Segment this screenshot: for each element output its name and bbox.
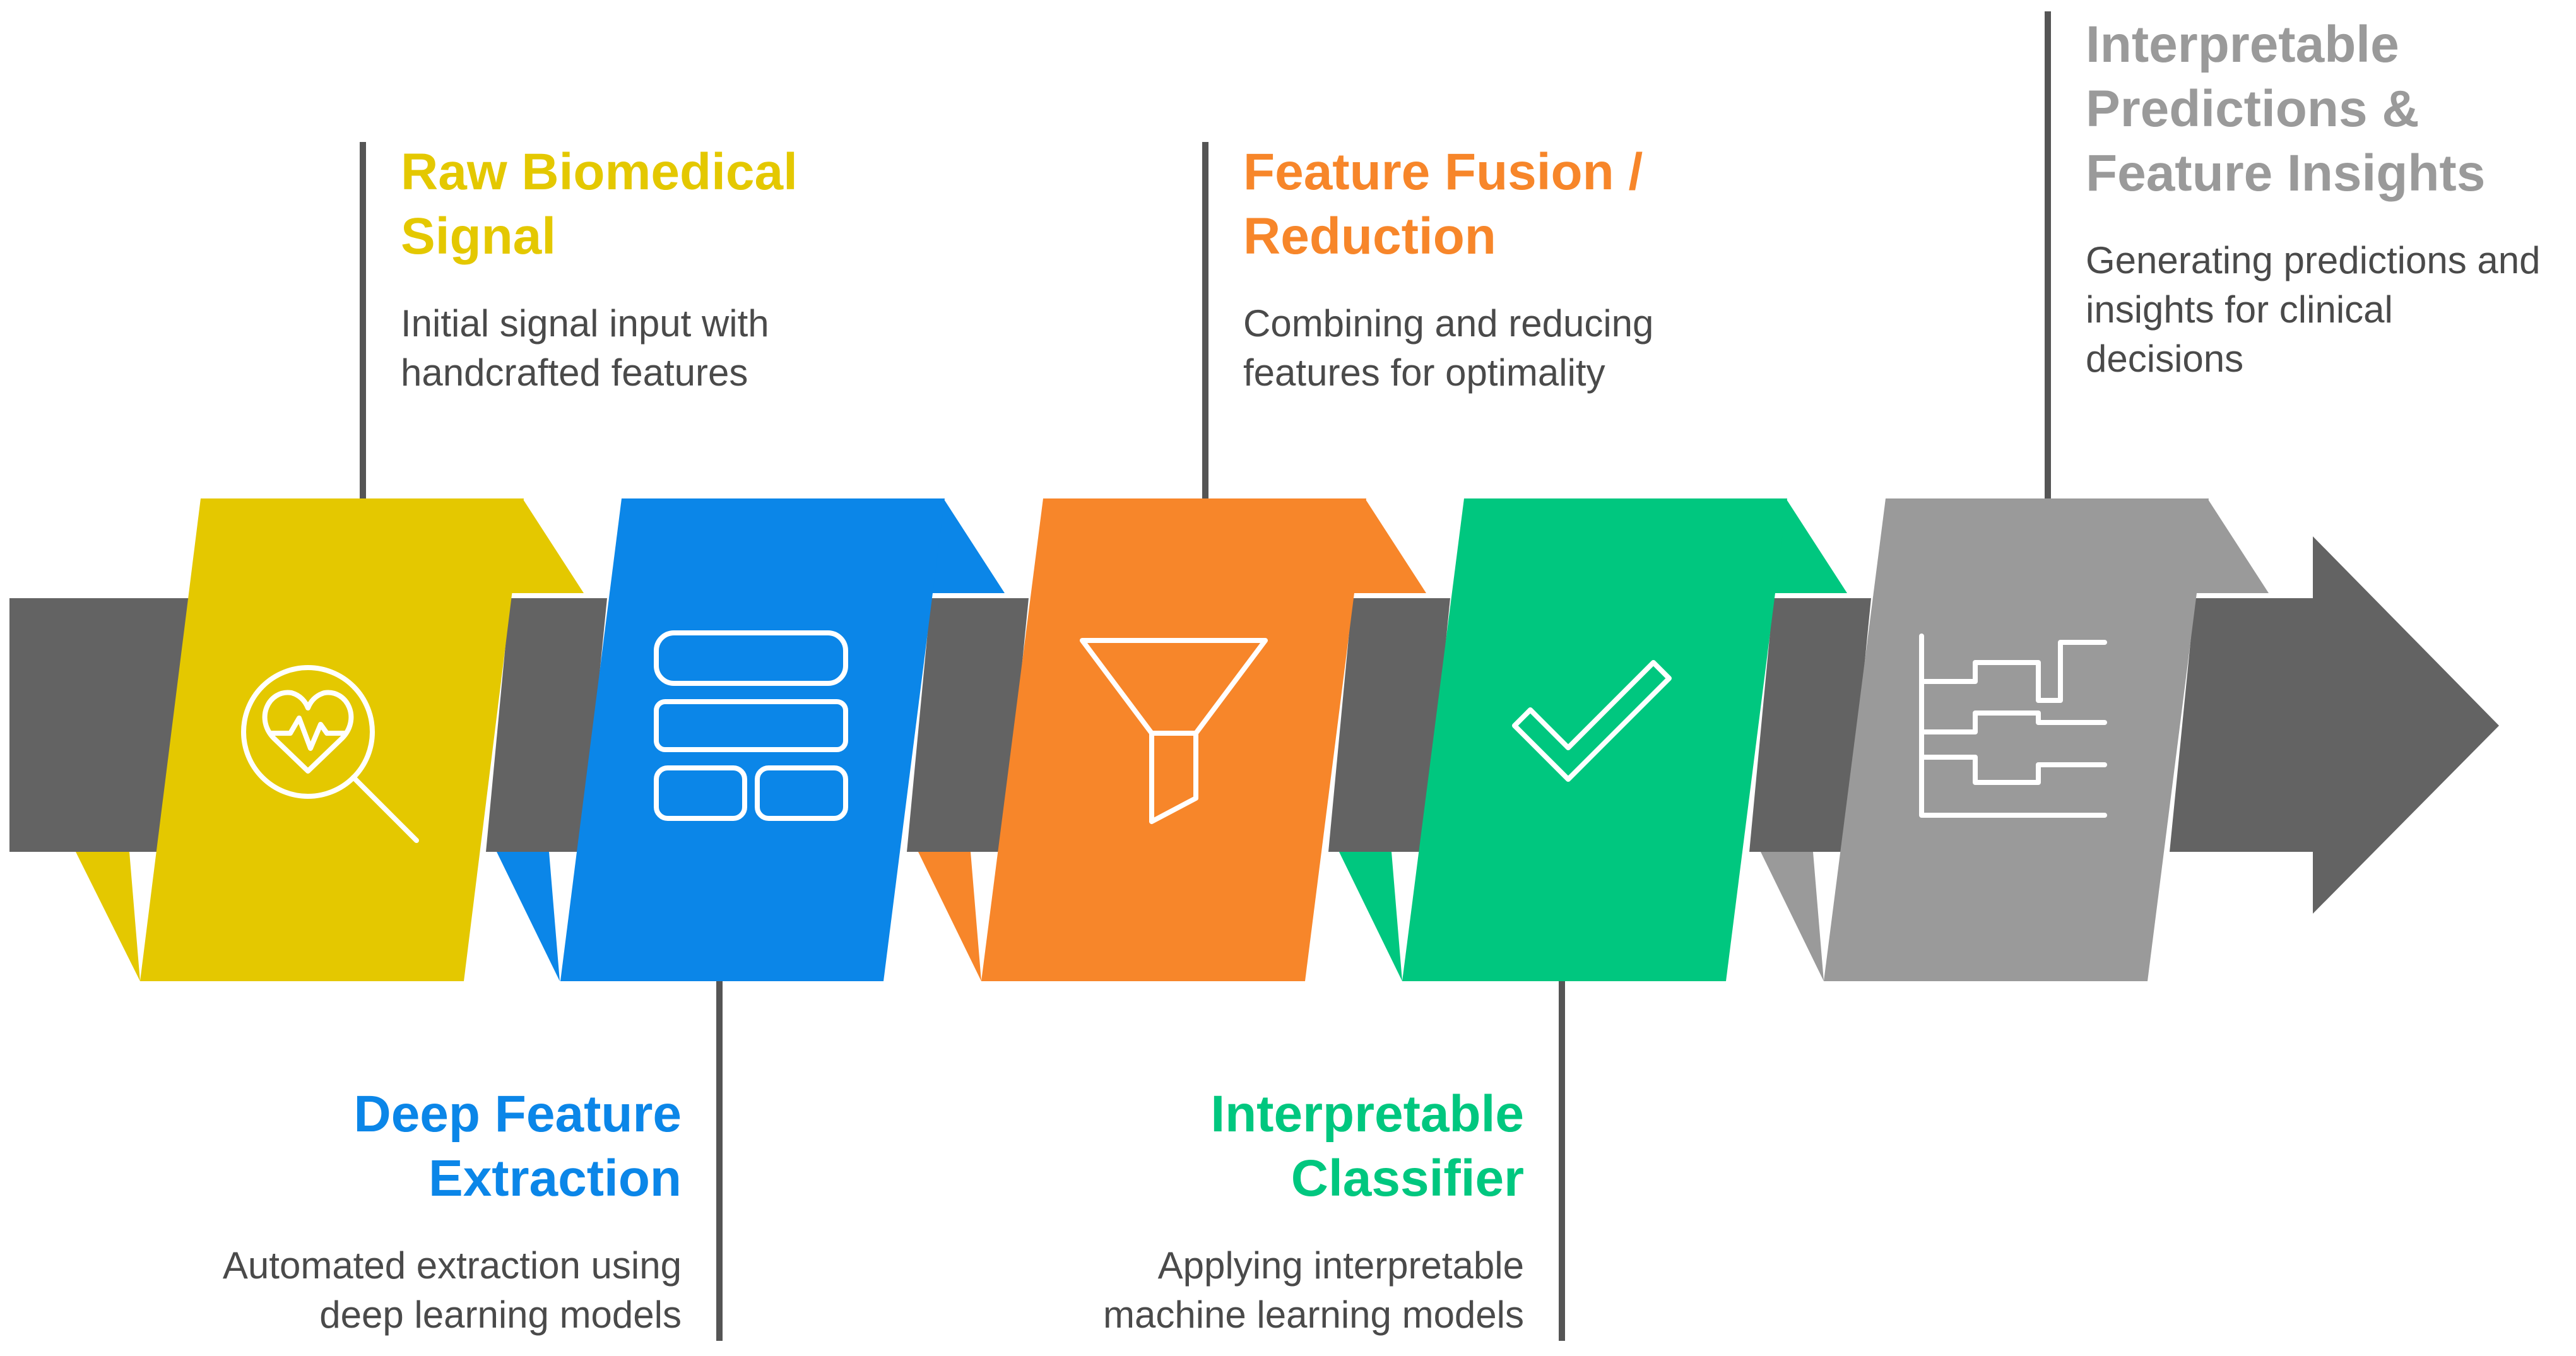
step-3-title-line: Reduction: [1243, 208, 1496, 265]
step-4-text: Interpretable Classifier Applying interp…: [956, 1082, 1524, 1340]
step-4-title-line: Interpretable: [1210, 1085, 1524, 1143]
card-main-1: [140, 498, 524, 981]
card-fold-front-2: [932, 498, 1005, 593]
step-2-desc-line: Automated extraction using: [222, 1244, 682, 1287]
card-fold-front-3: [1354, 498, 1426, 593]
step-2-title: Deep Feature Extraction: [114, 1082, 682, 1211]
step-2-desc-line: deep learning models: [319, 1294, 682, 1336]
funnel-icon: [1080, 638, 1268, 824]
step-4-title: Interpretable Classifier: [956, 1082, 1524, 1211]
card-fold-front-1: [511, 498, 584, 593]
step-2-title-line: Deep Feature: [353, 1085, 682, 1143]
step-card-2: [497, 498, 1005, 981]
card-main-3: [981, 498, 1366, 981]
step-2-text: Deep Feature Extraction Automated extrac…: [114, 1082, 682, 1340]
card-fold-front-5: [2196, 498, 2269, 593]
card-main-5: [1824, 498, 2209, 981]
checkmark-icon: [1512, 660, 1672, 782]
step-5-desc-line: insights for clinical: [2086, 288, 2393, 331]
heart-search-icon: [241, 665, 419, 843]
card-fold-back-5: [1761, 852, 1824, 981]
step-chart-icon: [1919, 634, 2107, 818]
step-5-text: Interpretable Predictions & Feature Insi…: [2086, 13, 2572, 384]
step-1-desc-line: Initial signal input with: [401, 302, 769, 345]
step-cards: [76, 498, 2269, 981]
step-2-title-line: Extraction: [428, 1150, 682, 1207]
step-3-desc-line: features for optimality: [1243, 351, 1605, 394]
step-4-description: Applying interpretable machine learning …: [956, 1241, 1524, 1340]
step-card-4: [1339, 498, 1847, 981]
connector-lines: [360, 11, 2051, 1341]
step-3-description: Combining and reducing features for opti…: [1243, 299, 1811, 398]
step-5-title-line: Interpretable: [2086, 16, 2399, 73]
step-5-description: Generating predictions and insights for …: [2086, 236, 2572, 384]
step-3-desc-line: Combining and reducing: [1243, 302, 1654, 345]
card-main-2: [560, 498, 945, 981]
step-card-5: [1761, 498, 2269, 981]
step-4-title-line: Classifier: [1291, 1150, 1524, 1207]
arrow-head: [2170, 536, 2499, 914]
arrow-band: [9, 536, 2499, 914]
card-fold-front-4: [1775, 498, 1847, 593]
step-3-title: Feature Fusion / Reduction: [1243, 140, 1811, 269]
step-4-desc-line: Applying interpretable: [1157, 1244, 1524, 1287]
band-segment-1: [486, 598, 607, 852]
step-1-title-line: Raw Biomedical: [401, 143, 798, 201]
step-5-desc-line: decisions: [2086, 338, 2244, 380]
band-segment-4: [1749, 598, 1871, 852]
step-1-title-line: Signal: [401, 208, 557, 265]
step-5-title-line: Feature Insights: [2086, 144, 2486, 202]
card-fold-back-2: [497, 852, 560, 981]
band-segment-2: [907, 598, 1029, 852]
card-fold-back-1: [76, 852, 140, 981]
step-4-desc-line: machine learning models: [1102, 1294, 1524, 1336]
step-1-description: Initial signal input with handcrafted fe…: [401, 299, 969, 398]
card-fold-back-3: [918, 852, 981, 981]
step-3-title-line: Feature Fusion /: [1243, 143, 1643, 201]
step-card-3: [918, 498, 1426, 981]
step-1-title: Raw Biomedical Signal: [401, 140, 969, 269]
card-main-4: [1402, 498, 1787, 981]
band-start: [9, 598, 189, 852]
step-1-desc-line: handcrafted features: [401, 351, 748, 394]
band-segment-3: [1328, 598, 1450, 852]
step-2-description: Automated extraction using deep learning…: [114, 1241, 682, 1340]
step-5-desc-line: Generating predictions and: [2086, 239, 2541, 281]
step-5-title: Interpretable Predictions & Feature Insi…: [2086, 13, 2572, 206]
layout-grid-icon: [654, 630, 848, 821]
card-fold-back-4: [1339, 852, 1402, 981]
step-card-1: [76, 498, 584, 981]
step-5-title-line: Predictions &: [2086, 80, 2419, 138]
step-3-text: Feature Fusion / Reduction Combining and…: [1243, 140, 1811, 398]
step-1-text: Raw Biomedical Signal Initial signal inp…: [401, 140, 969, 398]
